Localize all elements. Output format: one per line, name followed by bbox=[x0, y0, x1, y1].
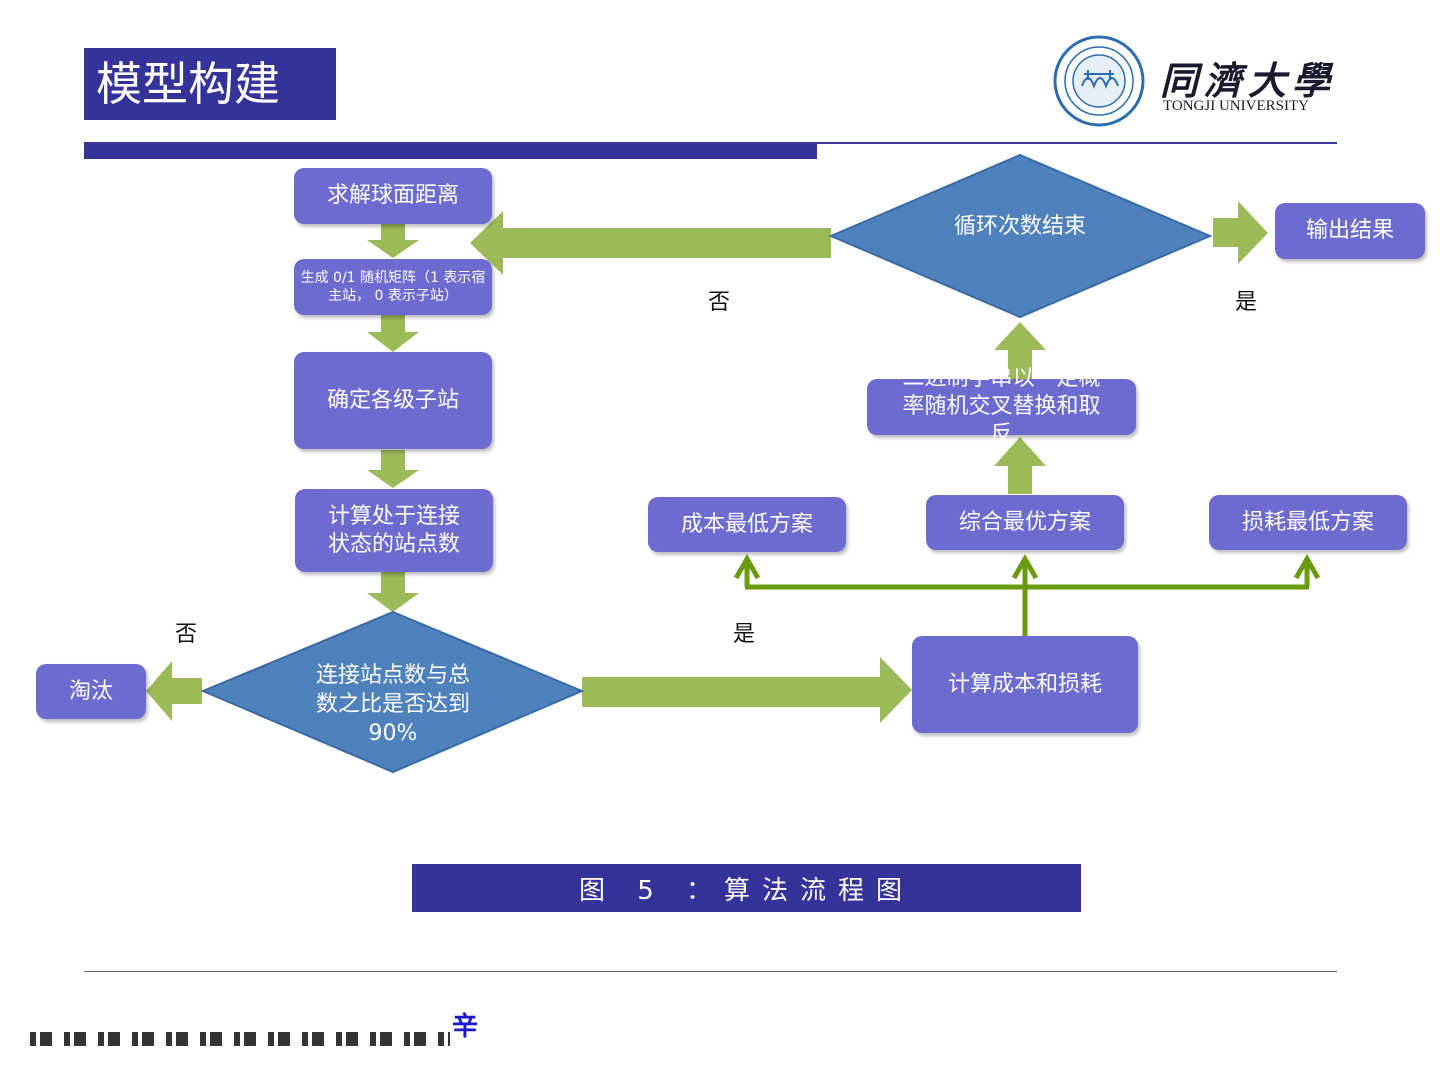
page-title: 模型构建 bbox=[84, 48, 336, 120]
node-lowest-loss: 损耗最低方案 bbox=[1209, 495, 1407, 550]
tongji-seal-icon bbox=[1053, 35, 1145, 127]
arrow-down-2 bbox=[367, 315, 419, 352]
branch-head-right bbox=[1293, 554, 1321, 580]
footer-cropped-text bbox=[30, 1032, 450, 1046]
node-calc-cost-loss: 计算成本和损耗 bbox=[912, 636, 1138, 733]
node-determine-substations: 确定各级子站 bbox=[294, 352, 492, 449]
label-loop-no: 否 bbox=[708, 290, 731, 315]
node-best-overall: 综合最优方案 bbox=[926, 495, 1124, 550]
arrow-down-3 bbox=[367, 450, 419, 488]
label-ratio-no: 否 bbox=[175, 622, 198, 647]
node-eliminate: 淘汰 bbox=[36, 664, 146, 719]
footer-divider bbox=[84, 971, 1337, 972]
node-count-connected: 计算处于连接状态的站点数 bbox=[295, 489, 493, 572]
node-lowest-cost: 成本最低方案 bbox=[648, 497, 846, 552]
diamond-loop-end-shape bbox=[828, 153, 1213, 319]
arrow-up-2 bbox=[994, 437, 1046, 494]
diamond-ratio-check-label: 连接站点数与总数之比是否达到 90% bbox=[315, 662, 470, 746]
arrow-to-cost bbox=[582, 657, 912, 723]
node-random-matrix: 生成 0/1 随机矩阵（1 表示宿主站， 0 表示子站） bbox=[294, 259, 492, 315]
header-bar bbox=[84, 142, 817, 159]
diamond-ratio-check-shape bbox=[200, 610, 585, 774]
figure-caption: 图 5 ：算法流程图 bbox=[412, 864, 1081, 912]
arrow-down-4 bbox=[367, 572, 419, 612]
arrow-up-1 bbox=[994, 322, 1046, 379]
branch-head-center bbox=[1011, 554, 1039, 580]
arrow-down-1 bbox=[367, 224, 419, 258]
logo-english-name: TONGJI UNIVERSITY bbox=[1163, 98, 1309, 114]
footer-glyph: 辛 bbox=[452, 1012, 479, 1042]
label-ratio-yes: 是 bbox=[733, 622, 756, 647]
arrow-loop-back bbox=[470, 211, 831, 275]
node-crossover: 二进制字串以一定概率随机交叉替换和取反 bbox=[867, 366, 1136, 447]
arrow-to-output bbox=[1213, 201, 1268, 264]
diamond-loop-end-label: 循环次数结束 bbox=[953, 213, 1086, 239]
header-line bbox=[817, 142, 1337, 144]
node-sphere-distance: 求解球面距离 bbox=[294, 168, 492, 224]
node-output: 输出结果 bbox=[1275, 203, 1425, 259]
arrow-to-eliminate bbox=[146, 661, 202, 721]
label-loop-yes: 是 bbox=[1235, 290, 1258, 315]
branch-head-left bbox=[733, 554, 761, 580]
logo-chinese-name: 同濟大學 bbox=[1160, 58, 1337, 103]
